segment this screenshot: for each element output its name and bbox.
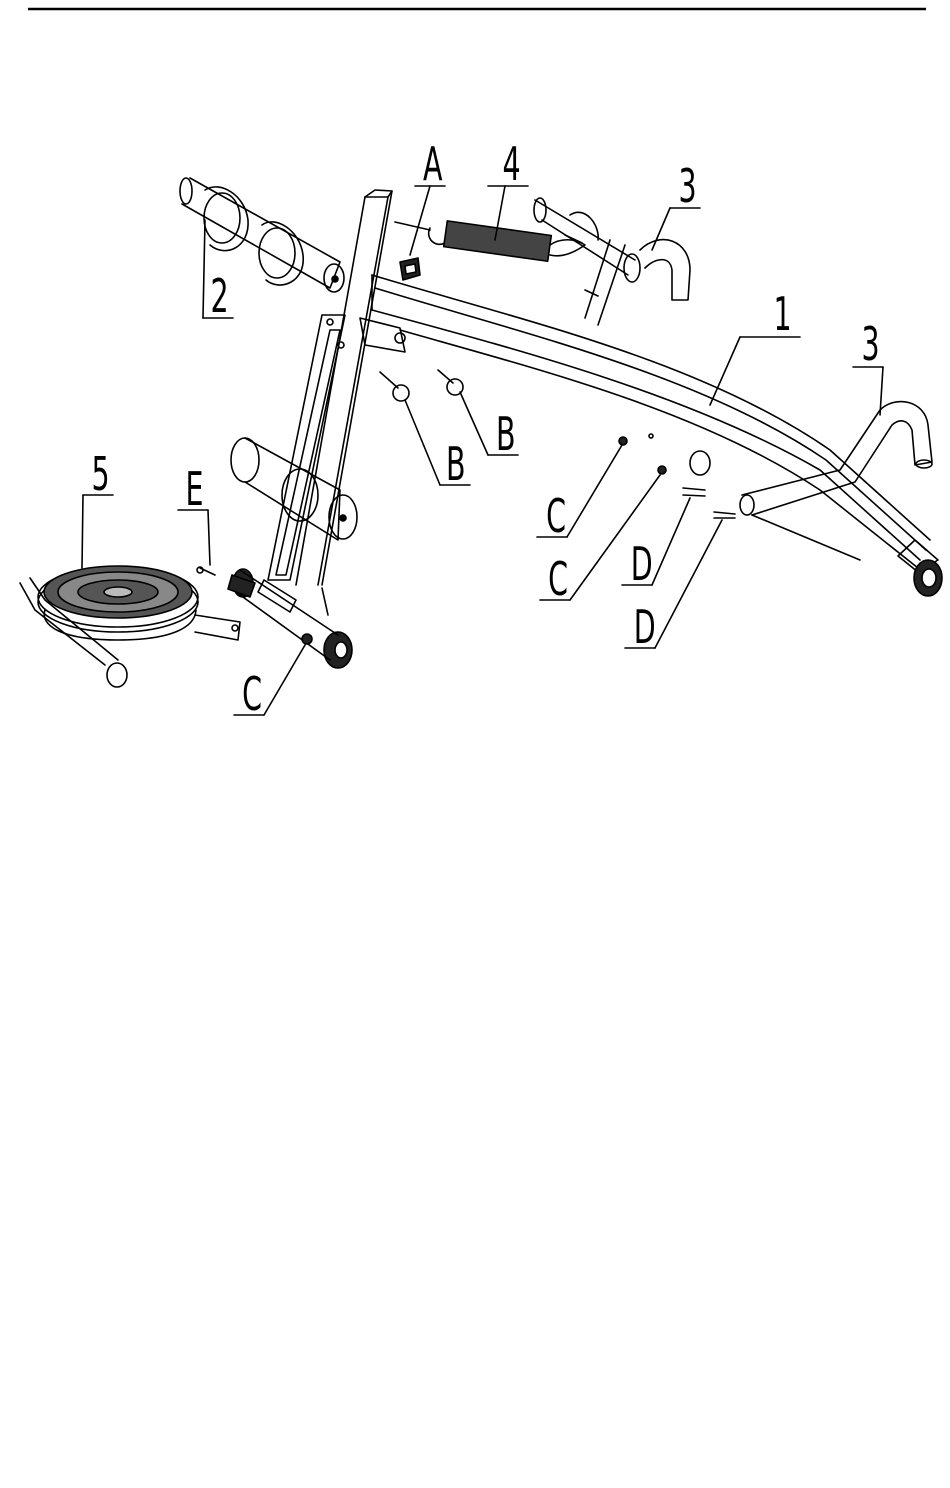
leader-lines (82, 186, 883, 715)
knob-a (400, 258, 420, 280)
label-part-2: 2 (211, 270, 229, 324)
label-hardware-b-right: B (496, 408, 516, 462)
label-hardware-c-left: C (242, 668, 262, 722)
label-hardware-d-upper: D (631, 538, 653, 592)
front-upright (296, 190, 392, 585)
label-part-5: 5 (92, 448, 110, 502)
label-part-3-upper: 3 (679, 160, 697, 214)
label-hardware-a: A (423, 138, 443, 192)
label-hardware-c-mid-lower: C (548, 553, 568, 607)
twist-disc (20, 566, 240, 687)
label-hardware-e: E (186, 463, 204, 517)
main-frame (372, 275, 938, 572)
adjust-bracket (268, 315, 405, 580)
label-hardware-d-lower: D (634, 601, 656, 655)
pins-b (380, 370, 463, 401)
label-part-1: 1 (774, 288, 792, 342)
label-part-4: 4 (503, 138, 521, 192)
label-hardware-c-mid-upper: C (546, 490, 566, 544)
label-part-3-right: 3 (862, 318, 880, 372)
resistance-spring (395, 221, 585, 261)
label-hardware-b-left: B (446, 438, 466, 492)
